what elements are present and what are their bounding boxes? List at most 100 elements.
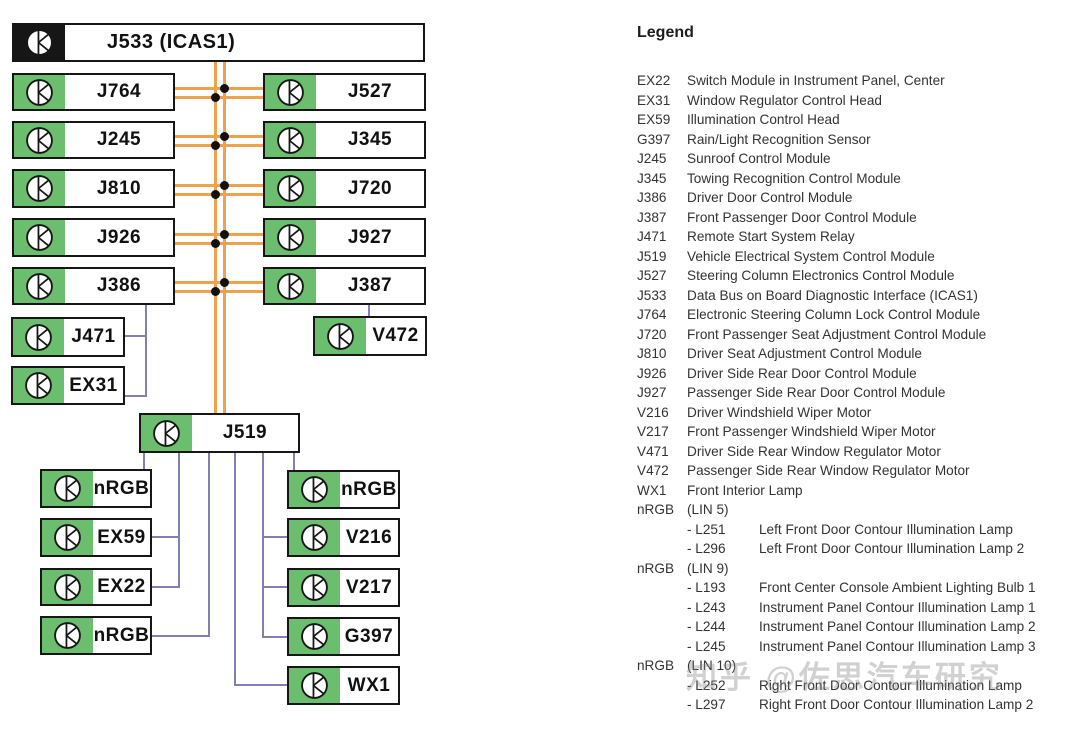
module-label: J345 [347,129,393,150]
legend-code: J533 [637,287,667,303]
legend-description: Left Front Door Contour Illumination Lam… [759,541,1025,556]
control-module-icon [265,220,316,255]
module-box-g397: G397 [287,617,400,656]
lin-ex31-stub-line [125,395,146,397]
legend-row: J720 Front Passenger Seat Adjustment Cont… [637,325,1077,345]
module-label: nRGB [341,478,397,500]
legend-code [637,539,687,559]
module-label: V216 [345,526,393,548]
module-label: V217 [345,576,393,598]
legend-subcode: - L193 [687,580,726,595]
can-row1-line-high [175,87,263,90]
legend-description: Rain/Light Recognition Sensor [687,131,871,147]
module-box-v472: V472 [313,316,427,356]
legend-code: J471 [637,229,667,244]
legend-description: Front Passenger Windshield Wiper Motor [687,424,936,439]
legend-code [637,598,687,618]
legend-description: Instrument Panel Contour Illumination La… [759,599,1036,615]
legend-row: nRGB(LIN 9) [637,559,1077,579]
legend-code: J764 [637,307,667,322]
legend-description: Instrument Panel Contour Illumination La… [759,619,1036,634]
module-label: EX31 [69,374,118,396]
module-label: J810 [96,177,142,199]
lin-j386-drop-line [145,305,147,397]
legend-row: nRGB(LIN 10) [637,656,1077,676]
module-label: EX59 [97,526,146,548]
junction-dot [220,132,229,141]
legend-description: Electronic Steering Column Lock Control … [687,307,981,322]
module-label: V472 [372,325,419,346]
legend-code: J927 [637,385,667,400]
module-box-j533: J533 (ICAS1) [12,23,425,62]
legend-code [637,578,687,598]
module-box-nrgb-left-1: nRGB [40,469,152,508]
legend-description: Data Bus on Board Diagnostic Interface (… [687,287,978,303]
legend-description: (LIN 10) [687,658,737,673]
lin-j519-drop5-line [262,452,264,638]
legend-code [637,617,687,637]
module-box-ex59: EX59 [40,518,152,557]
legend-description: Left Front Door Contour Illumination Lam… [759,521,1013,537]
lin-v216-stub-line [262,536,287,538]
module-box-j387: J387 [263,267,426,305]
legend-code: J720 [637,326,667,342]
legend-code: V217 [637,424,669,439]
lin-v217-stub-line [262,586,287,588]
control-module-icon [289,570,340,605]
legend-code [637,676,687,696]
module-label: J386 [96,275,142,296]
legend-code: J386 [637,190,667,205]
junction-dot [211,141,220,150]
control-module-icon [14,75,65,109]
module-label: J764 [96,81,142,102]
module-box-j764: J764 [12,73,175,111]
module-label: J471 [71,326,116,347]
legend-description: (LIN 5) [687,502,729,517]
legend-code: J519 [637,248,667,264]
legend-code: V472 [637,463,669,478]
legend-description: Front Center Console Ambient Lighting Bu… [759,580,1036,595]
module-box-j345: J345 [263,121,426,159]
junction-dot [211,239,220,248]
junction-dot [220,84,229,93]
control-module-icon [315,318,366,354]
legend-subcode: - L251 [687,521,726,537]
module-box-ex22: EX22 [40,568,152,606]
legend-description: Front Passenger Door Control Module [687,209,917,225]
legend-description: Driver Door Control Module [687,190,853,205]
module-label: J720 [347,177,393,199]
legend-description: Driver Seat Adjustment Control Module [687,346,922,361]
module-label: J533 (ICAS1) [107,31,236,53]
legend-row: - L251 Left Front Door Contour Illuminati… [637,520,1077,540]
lin-j387-v472-line [368,305,370,317]
module-box-j927: J927 [263,218,426,257]
legend-description: Illumination Control Head [687,112,840,127]
legend-description: Front Passenger Seat Adjustment Control … [687,326,987,342]
legend-description: Towing Recognition Control Module [687,170,901,186]
legend-title: Legend [637,24,694,41]
module-label: nRGB [93,624,150,646]
module-label: nRGB [93,477,150,499]
module-box-j471: J471 [11,317,125,357]
junction-dot [211,93,220,102]
legend-description: Passenger Side Rear Door Control Module [687,385,946,400]
control-module-icon [13,319,64,355]
legend-code: WX1 [637,482,667,498]
can-bus-trunk-line-left [214,62,217,414]
lin-j519-drop3-line [208,452,210,637]
legend-code: J810 [637,346,667,361]
control-module-icon [289,668,340,703]
legend-description: Remote Start System Relay [687,229,855,244]
legend-row: J386 Driver Door Control Module [637,188,1077,208]
